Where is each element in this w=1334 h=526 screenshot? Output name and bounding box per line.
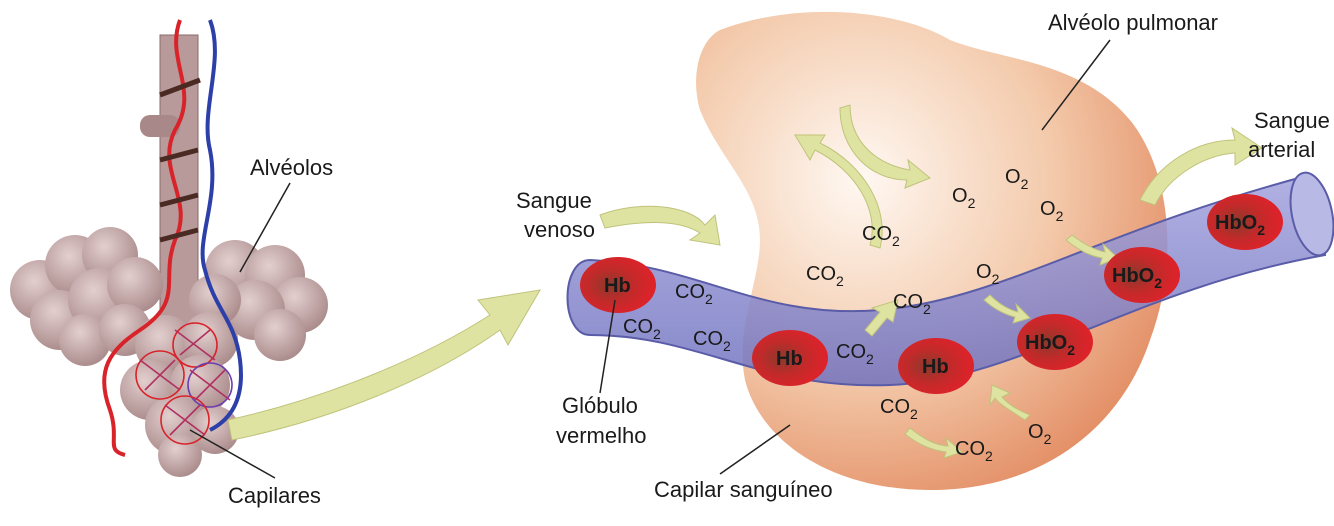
cell-hbo2-2-label: HbO2 — [1112, 265, 1162, 291]
arrow-venous-in — [599, 205, 721, 246]
label-alveolo-pulmonar: Alvéolo pulmonar — [1048, 10, 1218, 35]
cell-hb-1-label: Hb — [604, 275, 631, 297]
cell-hbo2-1-label: HbO2 — [1025, 332, 1075, 358]
co2-label-8: CO2 — [880, 396, 918, 422]
cell-hbo2-1 — [1017, 314, 1093, 370]
arrow-arterial-out — [1139, 126, 1263, 206]
cell-hb-2 — [752, 330, 828, 386]
gas-labels: CO2 CO2 CO2 CO2 CO2 CO2 CO2 CO2 CO2 O2 O… — [623, 166, 1064, 464]
artery-vessel — [102, 19, 187, 457]
o2-label-4: O2 — [976, 261, 1000, 287]
label-capilares: Capilares — [228, 483, 321, 508]
o2-label-3: O2 — [1040, 198, 1064, 224]
flow-arrows — [599, 104, 1263, 459]
co2-label-9: CO2 — [955, 438, 993, 464]
red-blood-cells — [580, 194, 1283, 394]
cell-hbo2-3 — [1207, 194, 1283, 250]
cell-hb-3 — [898, 338, 974, 394]
leader-alveolos — [239, 182, 291, 273]
label-sangue-venoso-2: venoso — [524, 217, 595, 242]
co2-label-1: CO2 — [675, 281, 713, 307]
lung-illustration — [10, 19, 328, 477]
co2-label-6: CO2 — [893, 291, 931, 317]
leader-capilares — [189, 429, 276, 479]
label-sangue-arterial-2: arterial — [1248, 137, 1315, 162]
alveoli-cluster-bottom — [120, 312, 239, 477]
zoom-arrow — [227, 289, 541, 441]
label-sangue-venoso-1: Sangue — [516, 188, 592, 213]
label-globulo-2: vermelho — [556, 423, 646, 448]
co2-label-5: CO2 — [806, 263, 844, 289]
co2-label-3: CO2 — [693, 328, 731, 354]
arrow-o2-in-2 — [989, 384, 1031, 421]
arrow-co2-out-1 — [794, 134, 883, 249]
cell-hbo2-2 — [1104, 247, 1180, 303]
o2-label-1: O2 — [952, 185, 976, 211]
leader-alveolo-pulmonar — [1041, 39, 1111, 131]
o2-label-5: O2 — [1028, 421, 1052, 447]
arrow-co2-out-2 — [864, 299, 899, 337]
vein-vessel — [200, 19, 243, 432]
label-alveolos: Alvéolos — [250, 155, 333, 180]
leader-capilar-sanguineo — [719, 424, 791, 475]
alveoli-cluster-left — [10, 227, 163, 366]
arrow-o2-to-hbo2-2 — [983, 294, 1031, 324]
co2-label-7: CO2 — [836, 341, 874, 367]
o2-label-2: O2 — [1005, 166, 1029, 192]
co2-label-2: CO2 — [623, 316, 661, 342]
cell-hbo2-3-label: HbO2 — [1215, 212, 1265, 238]
cell-hb-3-label: Hb — [922, 356, 949, 378]
label-globulo-1: Glóbulo — [562, 393, 638, 418]
arrow-o2-in-1 — [839, 104, 931, 189]
arrow-co2-out-3 — [904, 427, 963, 459]
capillary-net — [135, 322, 233, 445]
co2-label-4: CO2 — [862, 223, 900, 249]
label-sangue-arterial-1: Sangue — [1254, 108, 1330, 133]
leader-globulo — [599, 299, 616, 394]
label-capilar-sanguineo: Capilar sanguíneo — [654, 477, 833, 502]
cell-hb-2-label: Hb — [776, 348, 803, 370]
capillary-tube — [566, 171, 1334, 387]
cell-hb-1 — [580, 257, 656, 313]
